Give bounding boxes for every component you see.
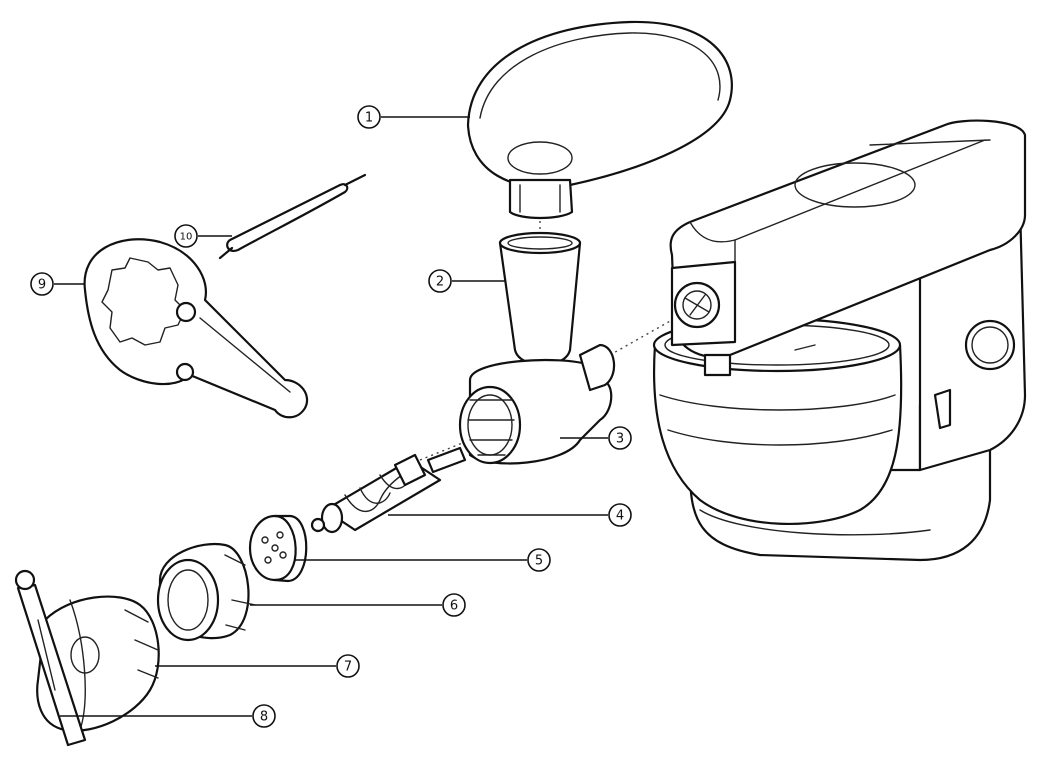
callout-marker [527,548,551,572]
callout-marker [252,704,276,728]
ring-nut [156,542,256,642]
callout-2: 2 [428,269,505,293]
stand-mixer [652,119,1027,562]
callout-number: 1 [365,111,373,126]
feed-screw [310,446,467,534]
callout-number: 2 [436,275,444,290]
callout-10: 10 [174,224,232,248]
callout-marker [174,224,198,248]
cutter-housing [14,569,160,747]
callout-6: 6 [250,593,466,617]
callout-marker [608,503,632,527]
callout-number: 3 [616,432,624,447]
hopper-tray [466,20,733,220]
callout-marker [357,105,381,129]
callout-marker [428,269,452,293]
callout-number: 6 [450,599,458,614]
callout-number: 7 [344,660,352,675]
callout-3: 3 [560,426,632,450]
callout-number: 8 [260,710,268,725]
callout-number: 9 [38,278,46,293]
callout-marker [336,654,360,678]
spanner [83,238,309,419]
callout-marker [608,426,632,450]
screen-plate [248,514,308,583]
cleaning-tool [218,173,367,260]
callout-4: 4 [388,503,632,527]
callout-number: 5 [535,554,543,569]
callout-8: 8 [60,704,276,728]
callout-1: 1 [357,105,470,129]
callout-9: 9 [30,272,85,296]
callout-marker [442,593,466,617]
mincer-body [458,231,616,465]
callout-7: 7 [155,654,360,678]
callout-number: 4 [616,509,624,524]
callout-marker [30,272,54,296]
callout-number: 10 [180,232,193,243]
callout-5: 5 [295,548,551,572]
